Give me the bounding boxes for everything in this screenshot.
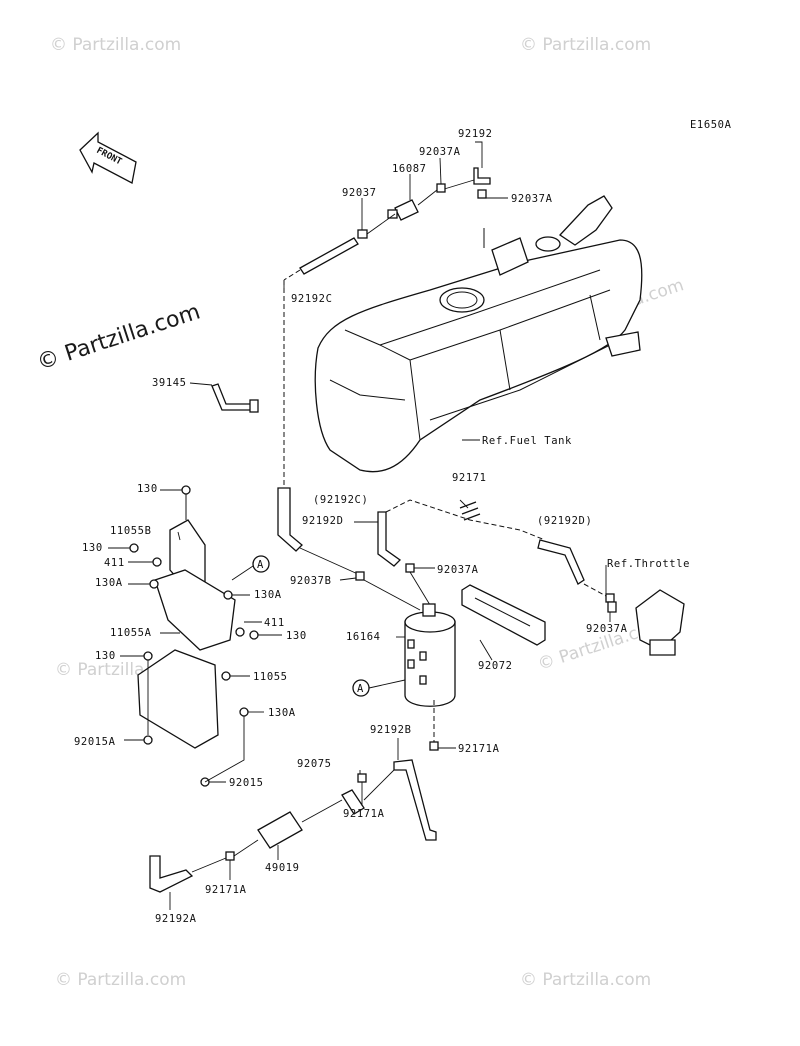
label-92072: 92072 — [478, 660, 513, 672]
label-92015a: 92015A — [74, 736, 116, 748]
label-92192c-paren: (92192C) — [313, 494, 368, 506]
label-92192: 92192 — [458, 128, 493, 140]
label-92171a-right: 92171A — [458, 743, 500, 755]
label-92037a-top: 92037A — [419, 146, 461, 158]
label-411-right: 411 — [264, 617, 285, 629]
label-92037b: 92037B — [290, 575, 332, 587]
part-labels: 92192 92037A 16087 92037 92037A 92192C 3… — [74, 128, 628, 925]
front-arrow-icon: FRONT — [79, 131, 137, 184]
label-92015: 92015 — [229, 777, 264, 789]
label-11055b: 11055B — [110, 525, 152, 537]
fuel-tank — [314, 195, 643, 473]
watermark: © Partzilla.com — [50, 35, 181, 55]
label-11055a: 11055A — [110, 627, 152, 639]
label-130-right: 130 — [286, 630, 307, 642]
ref-throttle: Ref.Throttle — [607, 558, 690, 570]
label-92171a-mid: 92171A — [343, 808, 385, 820]
label-92192b: 92192B — [370, 724, 412, 736]
canister-hoses — [277, 487, 607, 611]
label-11055: 11055 — [253, 671, 288, 683]
callout-a-bottom-label: A — [357, 683, 364, 695]
watermark: © Partzilla.com — [520, 35, 651, 55]
lower-fuel-line — [149, 700, 439, 893]
label-16087: 16087 — [392, 163, 427, 175]
label-92192c: 92192C — [291, 293, 333, 305]
throttle-body — [605, 589, 685, 656]
leader-lines — [108, 141, 611, 910]
bracket-92072 — [461, 584, 546, 646]
label-92037a-right: 92037A — [511, 193, 553, 205]
label-130-top: 130 — [137, 483, 158, 495]
watermark-main: © Partzilla.com — [34, 299, 203, 375]
bracket-assembly — [129, 485, 259, 787]
canister-16164 — [404, 603, 456, 707]
label-92037: 92037 — [342, 187, 377, 199]
label-130a-lower: 130A — [268, 707, 296, 719]
watermark: © Partzilla.com — [520, 970, 651, 990]
label-130-left: 130 — [82, 542, 103, 554]
label-92171: 92171 — [452, 472, 487, 484]
callout-a-top-label: A — [257, 559, 264, 571]
label-130-lower: 130 — [95, 650, 116, 662]
diagram-code: E1650A — [690, 119, 732, 131]
label-39145: 39145 — [152, 377, 187, 389]
label-92192d: 92192D — [302, 515, 344, 527]
callout-a-top — [252, 555, 270, 573]
label-130a-mid: 130A — [254, 589, 282, 601]
hose-39145 — [211, 383, 253, 411]
label-92075: 92075 — [297, 758, 332, 770]
label-92192d-paren: (92192D) — [537, 515, 592, 527]
label-130a-left: 130A — [95, 577, 123, 589]
label-92037a-mid: 92037A — [437, 564, 479, 576]
top-hose-assembly — [283, 167, 491, 490]
label-411-left: 411 — [104, 557, 125, 569]
label-92192a: 92192A — [155, 913, 197, 925]
ref-fuel-tank: Ref.Fuel Tank — [482, 435, 572, 447]
label-16164: 16164 — [346, 631, 381, 643]
label-92037a-throttle: 92037A — [586, 623, 628, 635]
label-49019: 49019 — [265, 862, 300, 874]
label-92171a-low: 92171A — [205, 884, 247, 896]
watermark: © Partzilla.com — [55, 970, 186, 990]
